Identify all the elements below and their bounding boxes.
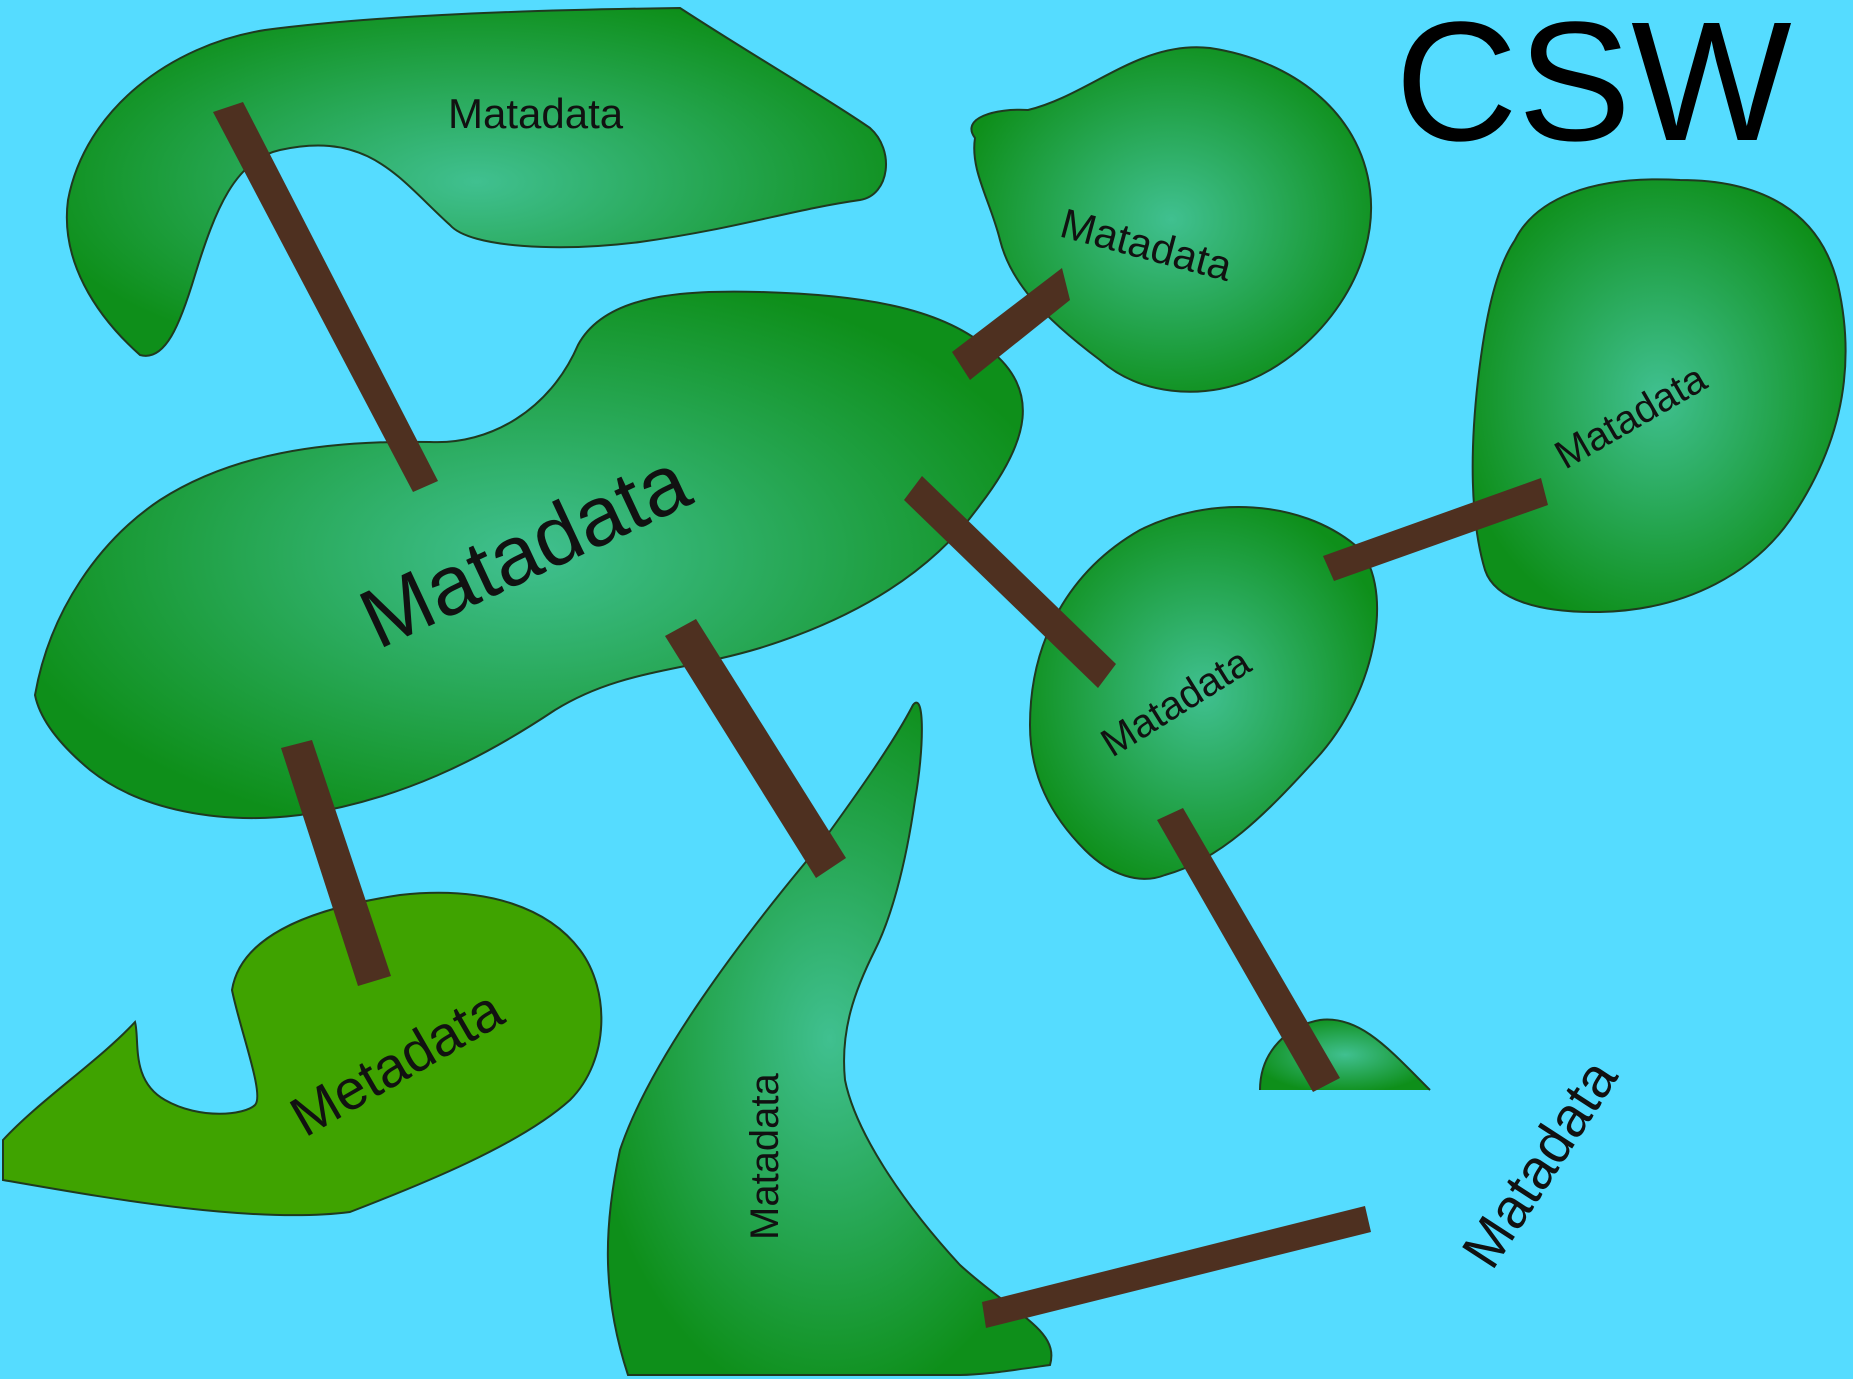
bridge-central-to-bottom-left xyxy=(281,740,391,986)
island-top-left xyxy=(65,6,887,357)
island-bottom-middle xyxy=(606,701,1053,1376)
bridge-middle-right-to-right-top xyxy=(1323,478,1548,581)
island-right-top xyxy=(1471,178,1847,614)
bridge-top-left-to-central xyxy=(213,102,438,492)
bridge-middle-right-to-bottom-right xyxy=(1157,808,1340,1092)
bridge-central-to-middle-right xyxy=(904,476,1116,688)
bridge-central-to-bottom-middle xyxy=(665,619,846,878)
label-bottom-middle: Matadata xyxy=(743,1072,787,1240)
label-top-left: Matadata xyxy=(448,90,624,137)
island-top-middle xyxy=(970,46,1373,393)
island-bottom-left[interactable] xyxy=(2,891,603,1217)
island-middle-right xyxy=(1028,506,1379,880)
bridge-central-to-top-middle xyxy=(952,268,1070,380)
bridge-bottom-middle-to-bottom-right xyxy=(982,1206,1371,1328)
diagram-title: CSW xyxy=(1395,0,1792,177)
